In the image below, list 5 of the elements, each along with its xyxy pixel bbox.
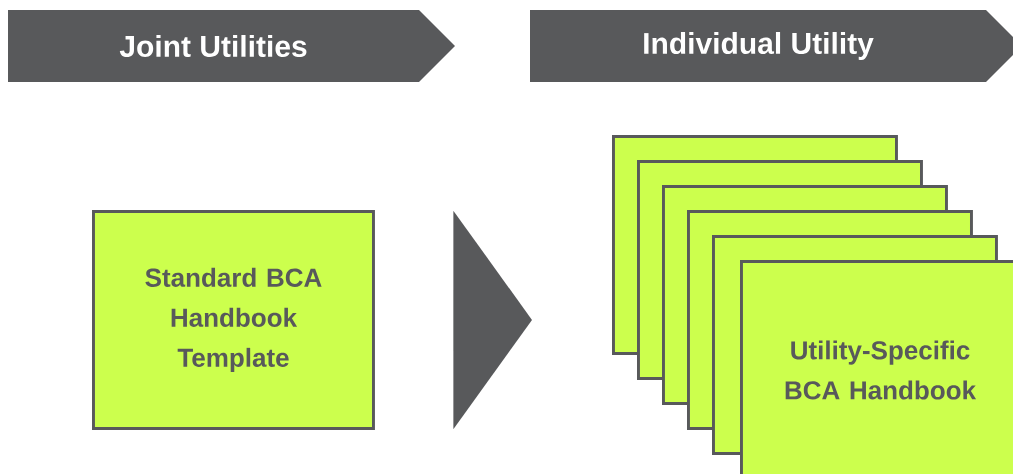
chevron-banner: Individual Utility [530, 10, 1013, 82]
arrow [453, 210, 532, 430]
document-box: Standard BCA Handbook Template [92, 210, 375, 430]
chevron-banner: Joint Utilities [8, 10, 455, 82]
document-box: Utility-Specific BCA Handbook [740, 260, 1013, 474]
